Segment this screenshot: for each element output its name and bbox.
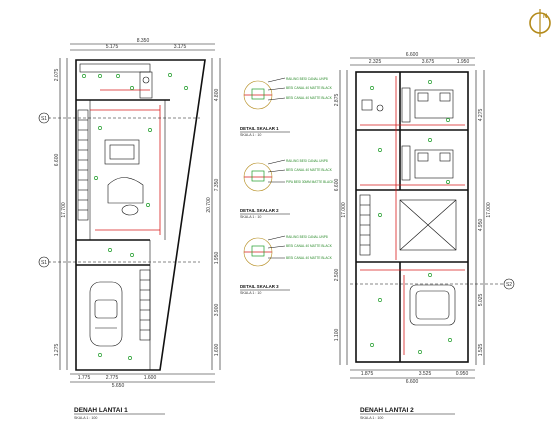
plan2-dim-right-a: 4.275 [478,109,484,122]
plan1-dim-bottom-c: 1.600 [144,375,157,381]
plan2-dim-right-d: 1.525 [478,344,484,357]
plan1-title: DENAH LANTAI 1 [74,407,128,414]
plan1-dim-bottom-a: 1.775 [78,375,91,381]
north-label: N [543,14,547,20]
detail-2-title: DETAIL SKALAR 2 [240,208,279,213]
detail-1-note-3: BESI CANAL 40 MATTE BLACK [286,96,333,100]
stair-lantai-2 [359,194,371,256]
detail-1: RAILING BESI CANAL UNP8 BESI CANAL 40 MA… [240,77,333,137]
plan1-dim-top-b: 3.175 [174,44,187,50]
plan2-dim-left-d: 1.100 [334,329,340,342]
detail-3-note-3: BESI CANAL 40 MATTE BLACK [286,256,333,260]
plan1-section-tag-top: S1 [41,116,47,122]
plan2-dim-right-b: 4.950 [478,219,484,232]
detail-1-scale: SKALA 1 : 10 [240,133,261,137]
plan2-title: DENAH LANTAI 2 [360,407,414,414]
plan2-dim-right-c: 5.025 [478,294,484,307]
plan2-dim-bottom-c: 0.950 [456,371,469,377]
plan2-dim-top-a: 2.325 [369,59,382,65]
detail-2-note-2: BESI CANAL 40 MATTE BLACK [286,168,333,172]
plan1-dim-bottom-total: 5.650 [112,383,125,389]
detail-1-title: DETAIL SKALAR 1 [240,126,279,131]
plan2-dim-top-total: 6.600 [406,52,419,58]
plan1-dim-right-d: 3.900 [214,304,220,317]
detail-1-note-2: BESI CANAL 40 MATTE BLACK [286,86,333,90]
detail-2: RAILING BESI CANAL UNP8 BESI CANAL 40 MA… [240,159,334,219]
north-arrow-icon: N [529,9,551,37]
stair-lantai-1-front [139,269,151,341]
plan1-dim-left-a: 2.075 [54,69,60,82]
plan2-section-tag: S2 [506,282,512,288]
plan1-dim-right-total: 20.700 [206,197,212,213]
plan-lantai-2: 6.600 2.325 3.675 1.950 2.875 6.600 17.0… [334,52,515,420]
plan1-dim-right-a: 4.800 [214,89,220,102]
plan1-dim-right-b: 7.350 [214,179,220,192]
plan2-scale: SKALA 1 : 100 [360,416,383,420]
plan2-dim-right-total: 17.000 [486,202,492,218]
plan1-dim-bottom-b: 2.775 [106,375,119,381]
plan1-dim-left-c: 1.275 [54,344,60,357]
detail-3-note-1: RAILING BESI CANAL UNP8 [286,235,328,239]
detail-3-scale: SKALA 1 : 10 [240,291,261,295]
plan2-dim-bottom-a: 1.875 [361,371,374,377]
plan2-dim-top-c: 1.950 [457,59,470,65]
plan2-dim-left-total: 17.000 [341,202,347,218]
detail-2-scale: SKALA 1 : 10 [240,215,261,219]
detail-2-note-1: RAILING BESI CANAL UNP8 [286,159,328,163]
plan2-dim-left-c: 2.500 [334,269,340,282]
plan-lantai-1: 8.350 5.175 3.175 2.075 6.600 17.700 1.2… [38,38,221,420]
detail-3: RAILING BESI CANAL UNP8 BESI CANAL 40 MA… [240,235,333,295]
plan1-scale: SKALA 1 : 100 [74,416,97,420]
stair-lantai-1 [77,109,89,221]
plan1-dim-left-b: 6.600 [54,154,60,167]
plan1-dim-left-total: 17.700 [61,202,67,218]
plan1-section-tag-bottom: S1 [41,260,47,266]
plan2-dim-bottom-total: 6.600 [406,379,419,385]
plan2-dim-left-a: 2.875 [334,94,340,107]
detail-2-note-3: PIPA BESI 30MM MATTE BLACK [286,180,334,184]
plan1-dim-top-total: 8.350 [137,38,150,44]
detail-3-title: DETAIL SKALAR 3 [240,284,279,289]
plan1-dim-right-e: 1.600 [214,344,220,357]
plan2-dim-bottom-b: 3.525 [419,371,432,377]
plan1-dim-top-a: 5.175 [106,44,119,50]
plan2-dim-top-b: 3.675 [422,59,435,65]
car-icon [89,281,123,347]
detail-1-note-1: RAILING BESI CANAL UNP8 [286,77,328,81]
detail-3-note-2: BESI CANAL 40 MATTE BLACK [286,244,333,248]
plan2-dim-left-b: 6.600 [334,179,340,192]
plan1-dim-right-c: 1.950 [214,252,220,265]
